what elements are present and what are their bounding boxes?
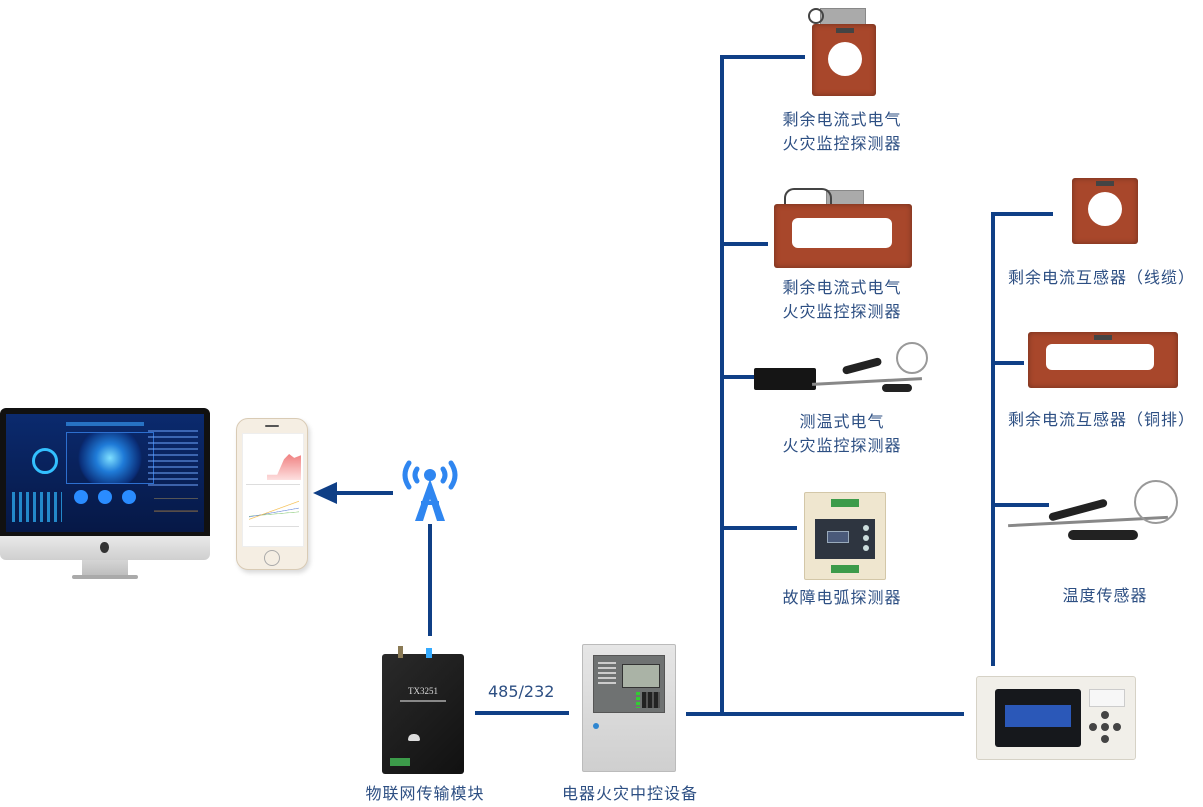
branch-line-4	[720, 526, 797, 530]
signal-tower-icon	[397, 455, 463, 525]
bus-protocol-label: 485/232	[488, 682, 555, 701]
main-bus-line	[686, 712, 964, 716]
node-label-left-3: 测温式电气 火灾监控探测器	[782, 412, 902, 455]
apple-logo-icon	[100, 542, 109, 553]
round-ct-icon	[1072, 178, 1138, 244]
right-trunk-line	[991, 212, 995, 666]
right-branch-line-3	[991, 503, 1049, 507]
fire-monitor-unit-icon	[976, 676, 1136, 760]
branch-line-3	[720, 375, 765, 379]
round-ct-detector-icon	[806, 6, 878, 98]
phone-screen	[242, 433, 304, 547]
arc-fault-detector-icon	[804, 492, 886, 580]
temperature-detector-icon	[752, 340, 932, 395]
arrow-left-icon	[313, 482, 337, 504]
iot-module-device: TX3251	[382, 646, 464, 774]
arrow-shaft	[335, 491, 393, 495]
temperature-sensor-icon	[1008, 478, 1193, 548]
node-label-left-1: 剩余电流式电气 火灾监控探测器	[782, 110, 902, 153]
node-label-right-3: 温度传感器	[1062, 586, 1148, 605]
fire-controller-device	[582, 644, 676, 772]
node-label-left-4: 故障电弧探测器	[782, 588, 902, 607]
rs485-line	[475, 711, 569, 715]
smartphone-icon	[236, 418, 308, 570]
iot-module-model: TX3251	[408, 686, 438, 696]
right-branch-line-1	[991, 212, 1053, 216]
rect-ct-detector-icon	[770, 188, 914, 270]
branch-line-2	[720, 242, 768, 246]
iot-module-label: 物联网传输模块	[365, 784, 485, 803]
module-antenna-line	[428, 524, 432, 636]
cloud-logo-icon	[408, 734, 420, 741]
busbar-ct-icon	[1028, 328, 1178, 390]
node-label-right-2: 剩余电流互感器（铜排）	[1008, 410, 1196, 429]
left-trunk-line	[720, 55, 724, 715]
right-branch-line-2	[991, 361, 1024, 365]
branch-line-1	[720, 55, 805, 59]
dashboard-screen	[6, 414, 204, 532]
desktop-monitor-icon	[0, 408, 210, 580]
node-label-left-2: 剩余电流式电气 火灾监控探测器	[782, 278, 902, 321]
node-label-right-1: 剩余电流互感器（线缆）	[1008, 268, 1196, 287]
controller-label: 电器火灾中控设备	[561, 784, 698, 803]
